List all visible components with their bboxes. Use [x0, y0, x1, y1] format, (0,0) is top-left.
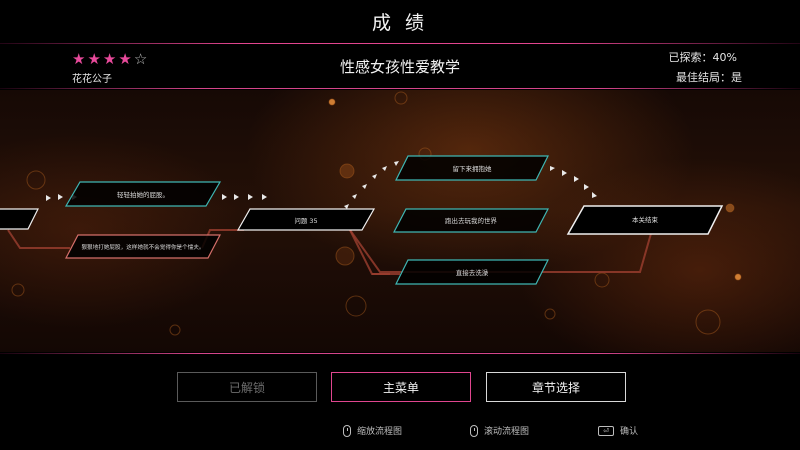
enter-key-icon: ⏎ [598, 425, 614, 436]
chapter-select-button[interactable]: 章节选择 [486, 372, 626, 402]
node-shower-label: 直接去洗澡 [456, 268, 489, 277]
zoom-hint: 缩放流程图 [343, 424, 402, 437]
mouse-icon [343, 424, 351, 437]
flow-top-divider [0, 88, 800, 89]
chapter-name: 性感女孩性爱教学 [339, 58, 460, 76]
rating-stars: ★ ★ ★ ★ ☆ [72, 51, 147, 67]
node-gentle-kiss-label: 轻轻拍她的屁股。 [117, 190, 169, 199]
node-question[interactable] [236, 208, 376, 231]
node-stay-hug-label: 留下来拥抱她 [453, 164, 493, 173]
screen-title: 成 绩 [371, 12, 429, 34]
main-menu-button[interactable]: 主菜单 [331, 372, 471, 402]
flow-bottom-divider [0, 353, 800, 354]
confirm-hint-label: 确认 [620, 427, 639, 437]
node-gentle-kiss[interactable] [64, 181, 222, 207]
zoom-hint-label: 缩放流程图 [357, 427, 403, 437]
flowchart-canvas: 轻轻拍她的屁股。 狠狠地打她屁股，这样她就不会觉得你是个懦夫。 问题 35 留下… [0, 91, 742, 336]
node-go-out-label: 跑出去玩我的世界 [445, 216, 498, 225]
node-end-label: 本关结束 [632, 215, 659, 224]
scroll-hint: 滚动流程图 [470, 424, 529, 437]
mouse-icon [470, 424, 478, 437]
star-filled-icon: ★ [102, 50, 117, 68]
rank-title: 花花公子 [72, 74, 112, 85]
scroll-hint-label: 滚动流程图 [484, 427, 530, 437]
star-filled-icon: ★ [87, 50, 101, 68]
best-ending: 最佳结局：是 [676, 71, 742, 84]
node-end[interactable] [566, 205, 724, 235]
node-hold-tight[interactable] [65, 234, 221, 259]
node-hold-tight-label: 狠狠地打她屁股，这样她就不会觉得你是个懦夫。 [81, 243, 204, 251]
flowchart-panel[interactable]: 轻轻拍她的屁股。 狠狠地打她屁股，这样她就不会觉得你是个懦夫。 问题 35 留下… [0, 90, 800, 352]
unlocked-button[interactable]: 已解锁 [177, 372, 317, 402]
node-shower[interactable] [395, 259, 549, 285]
node-stay-hug[interactable] [395, 155, 549, 181]
explored-percent: 已探索：40% [668, 51, 737, 64]
header-divider [0, 43, 800, 44]
node-left-edge[interactable] [0, 208, 39, 230]
node-question-label: 问题 35 [294, 217, 317, 225]
bokeh-decoration [11, 91, 742, 336]
star-filled-icon: ★ [72, 50, 86, 68]
node-go-out[interactable] [393, 208, 549, 233]
star-filled-icon: ★ [118, 50, 132, 68]
star-empty-icon: ☆ [133, 50, 148, 68]
confirm-hint: ⏎ 确认 [598, 424, 638, 437]
